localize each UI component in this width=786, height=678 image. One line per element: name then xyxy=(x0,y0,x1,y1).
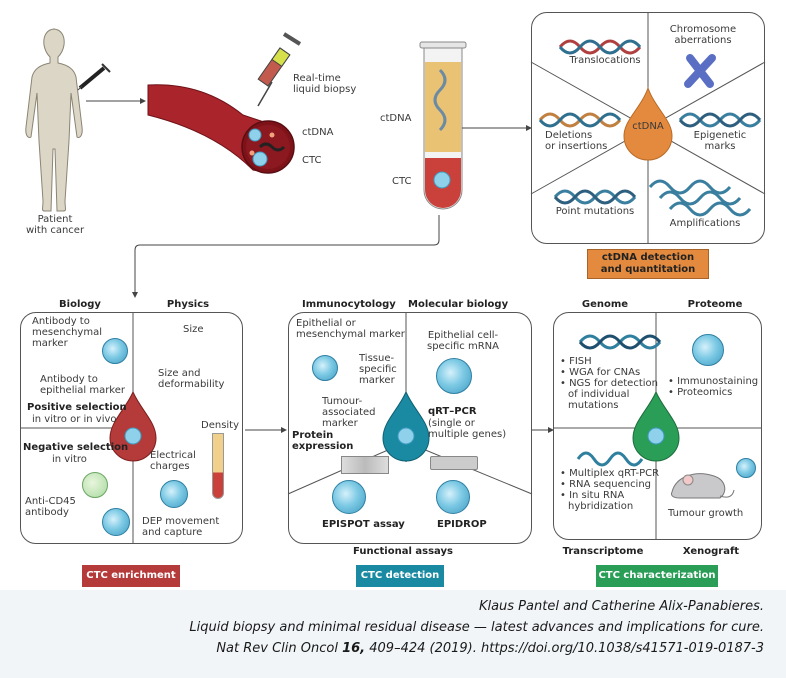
epidrop-chip-icon xyxy=(430,456,478,470)
connector-tube-to-enrichment xyxy=(132,215,440,298)
leukocyte-cell-icon xyxy=(82,472,108,498)
tube-ctc-label: CTC xyxy=(392,176,412,187)
syringe-icon-small xyxy=(77,63,111,91)
characterization-panel-dividers xyxy=(553,312,762,540)
epidrop-cell-icon xyxy=(436,480,470,514)
qrtpcr-title: qRT–PCR xyxy=(428,406,477,417)
proteome-cell-icon xyxy=(692,334,724,366)
vessel-ctc-label: CTC xyxy=(302,155,322,166)
positive-selection-sub: in vitro or in vivo xyxy=(32,414,117,425)
header-physics: Physics xyxy=(166,299,210,310)
ctc-cell-icon-detection xyxy=(312,355,338,381)
xenograft-cell-icon xyxy=(736,458,756,478)
header-immunocytology: Immunocytology xyxy=(302,299,396,310)
header-genome: Genome xyxy=(581,299,629,310)
transcriptome-items: • Multiplex qRT-PCR • RNA sequencing • I… xyxy=(560,468,660,512)
citation-journal: Nat Rev Clin Oncol xyxy=(216,641,343,656)
rna-icon-transcriptome xyxy=(576,451,644,467)
size-label: Size xyxy=(183,324,204,335)
episopt-membrane-icon xyxy=(341,456,389,474)
proteome-items: • Immunostaining • Proteomics xyxy=(668,376,759,398)
citation-volume: 16, xyxy=(342,641,366,656)
segment-translocations: Translocations xyxy=(569,55,641,66)
tube-ctdna-label: ctDNA xyxy=(380,113,412,124)
mrna-cell-icon xyxy=(436,358,472,394)
dna-icon-deletions xyxy=(538,112,622,128)
functional-assays-label: Functional assays xyxy=(353,546,453,557)
density-label: Density xyxy=(201,420,240,431)
segment-amplifications: Amplifications xyxy=(669,218,741,229)
ctdna-center-label: ctDNA xyxy=(632,121,664,132)
test-tube xyxy=(419,41,467,210)
citation-pages-doi[interactable]: 409–424 (2019). https://doi.org/10.1038/… xyxy=(365,641,764,656)
negative-selection-title: Negative selection xyxy=(23,442,129,453)
header-molecular-biology: Molecular biology xyxy=(408,299,509,310)
mouse-icon xyxy=(671,473,735,499)
blood-vessel xyxy=(147,84,295,174)
ctc-characterization-badge: CTC characterization xyxy=(596,565,718,587)
arrow-tube-to-ctdna-panel xyxy=(462,125,532,131)
density-tube-icon xyxy=(212,433,224,499)
ctc-cell-icon xyxy=(102,338,128,364)
arrow-enrichment-to-detection xyxy=(245,427,287,433)
chromosome-icon xyxy=(684,54,716,88)
citation-title: Liquid biopsy and minimal residual disea… xyxy=(189,620,764,635)
negative-selection-sub: in vitro xyxy=(52,454,87,465)
genome-items: • FISH • WGA for CNAs • NGS for detectio… xyxy=(560,356,658,411)
ctc-detection-badge: CTC detection xyxy=(356,565,444,587)
header-biology: Biology xyxy=(59,299,101,310)
citation-background xyxy=(0,590,786,678)
tumour-growth-label: Tumour growth xyxy=(668,508,744,519)
enrichment-panel-dividers xyxy=(20,312,157,544)
arrow-patient-to-vessel xyxy=(86,98,146,104)
dna-icon-translocations xyxy=(558,39,642,55)
dna-icon-genome xyxy=(578,334,662,350)
mrna-label: Epithelial cell-specific mRNA xyxy=(427,330,499,352)
header-xenograft: Xenograft xyxy=(682,546,740,557)
epidrop-label: EPIDROP xyxy=(437,519,487,530)
charged-cell-icon xyxy=(160,480,188,508)
citation-authors: Klaus Pantel and Catherine Alix-Panabier… xyxy=(478,599,764,614)
syringe-icon-large xyxy=(257,32,302,107)
dna-icon-amplifications xyxy=(648,179,752,217)
episopt-cell-icon xyxy=(332,480,366,514)
dna-icon-point-mutations xyxy=(553,189,637,205)
ctc-enrichment-badge: CTC enrichment xyxy=(82,565,180,587)
citation-reference: Nat Rev Clin Oncol 16, 409–424 (2019). h… xyxy=(216,641,764,656)
episopt-label: EPISPOT assay xyxy=(322,519,405,530)
vessel-ctdna-label: ctDNA xyxy=(302,127,334,138)
header-transcriptome: Transcriptome xyxy=(562,546,644,557)
header-proteome: Proteome xyxy=(687,299,743,310)
ctc-cell-icon-free xyxy=(102,508,130,536)
arrow-detection-to-characterization xyxy=(532,427,554,433)
patient-figure xyxy=(25,28,83,212)
dna-icon-epigenetic xyxy=(678,112,762,128)
positive-selection-title: Positive selection xyxy=(27,402,127,413)
segment-point-mutations: Point mutations xyxy=(555,206,635,217)
ctdna-panel-dividers xyxy=(530,12,766,244)
